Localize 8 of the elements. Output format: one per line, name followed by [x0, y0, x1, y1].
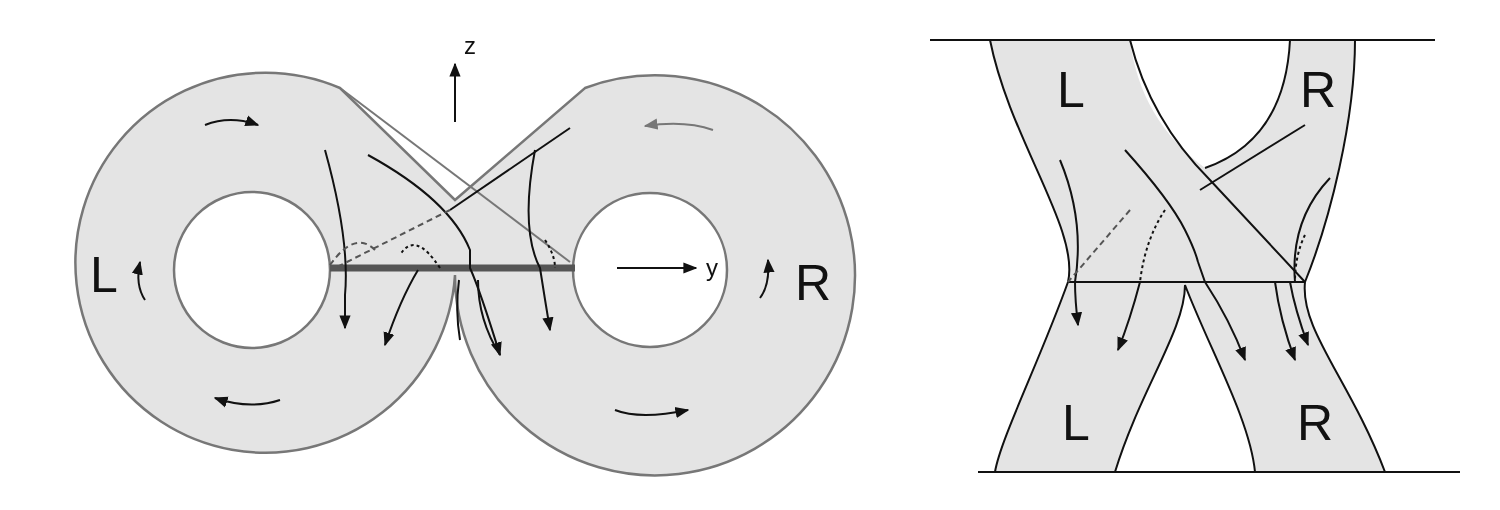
- tube-label: L: [1062, 398, 1090, 448]
- axis-label: z: [464, 34, 476, 58]
- axis-label: y: [706, 256, 718, 280]
- tube-label: L: [90, 250, 118, 300]
- tube-label: R: [795, 258, 832, 308]
- tube-label: L: [1057, 65, 1085, 115]
- tube-label: R: [1297, 398, 1334, 448]
- tube-label: R: [1300, 65, 1337, 115]
